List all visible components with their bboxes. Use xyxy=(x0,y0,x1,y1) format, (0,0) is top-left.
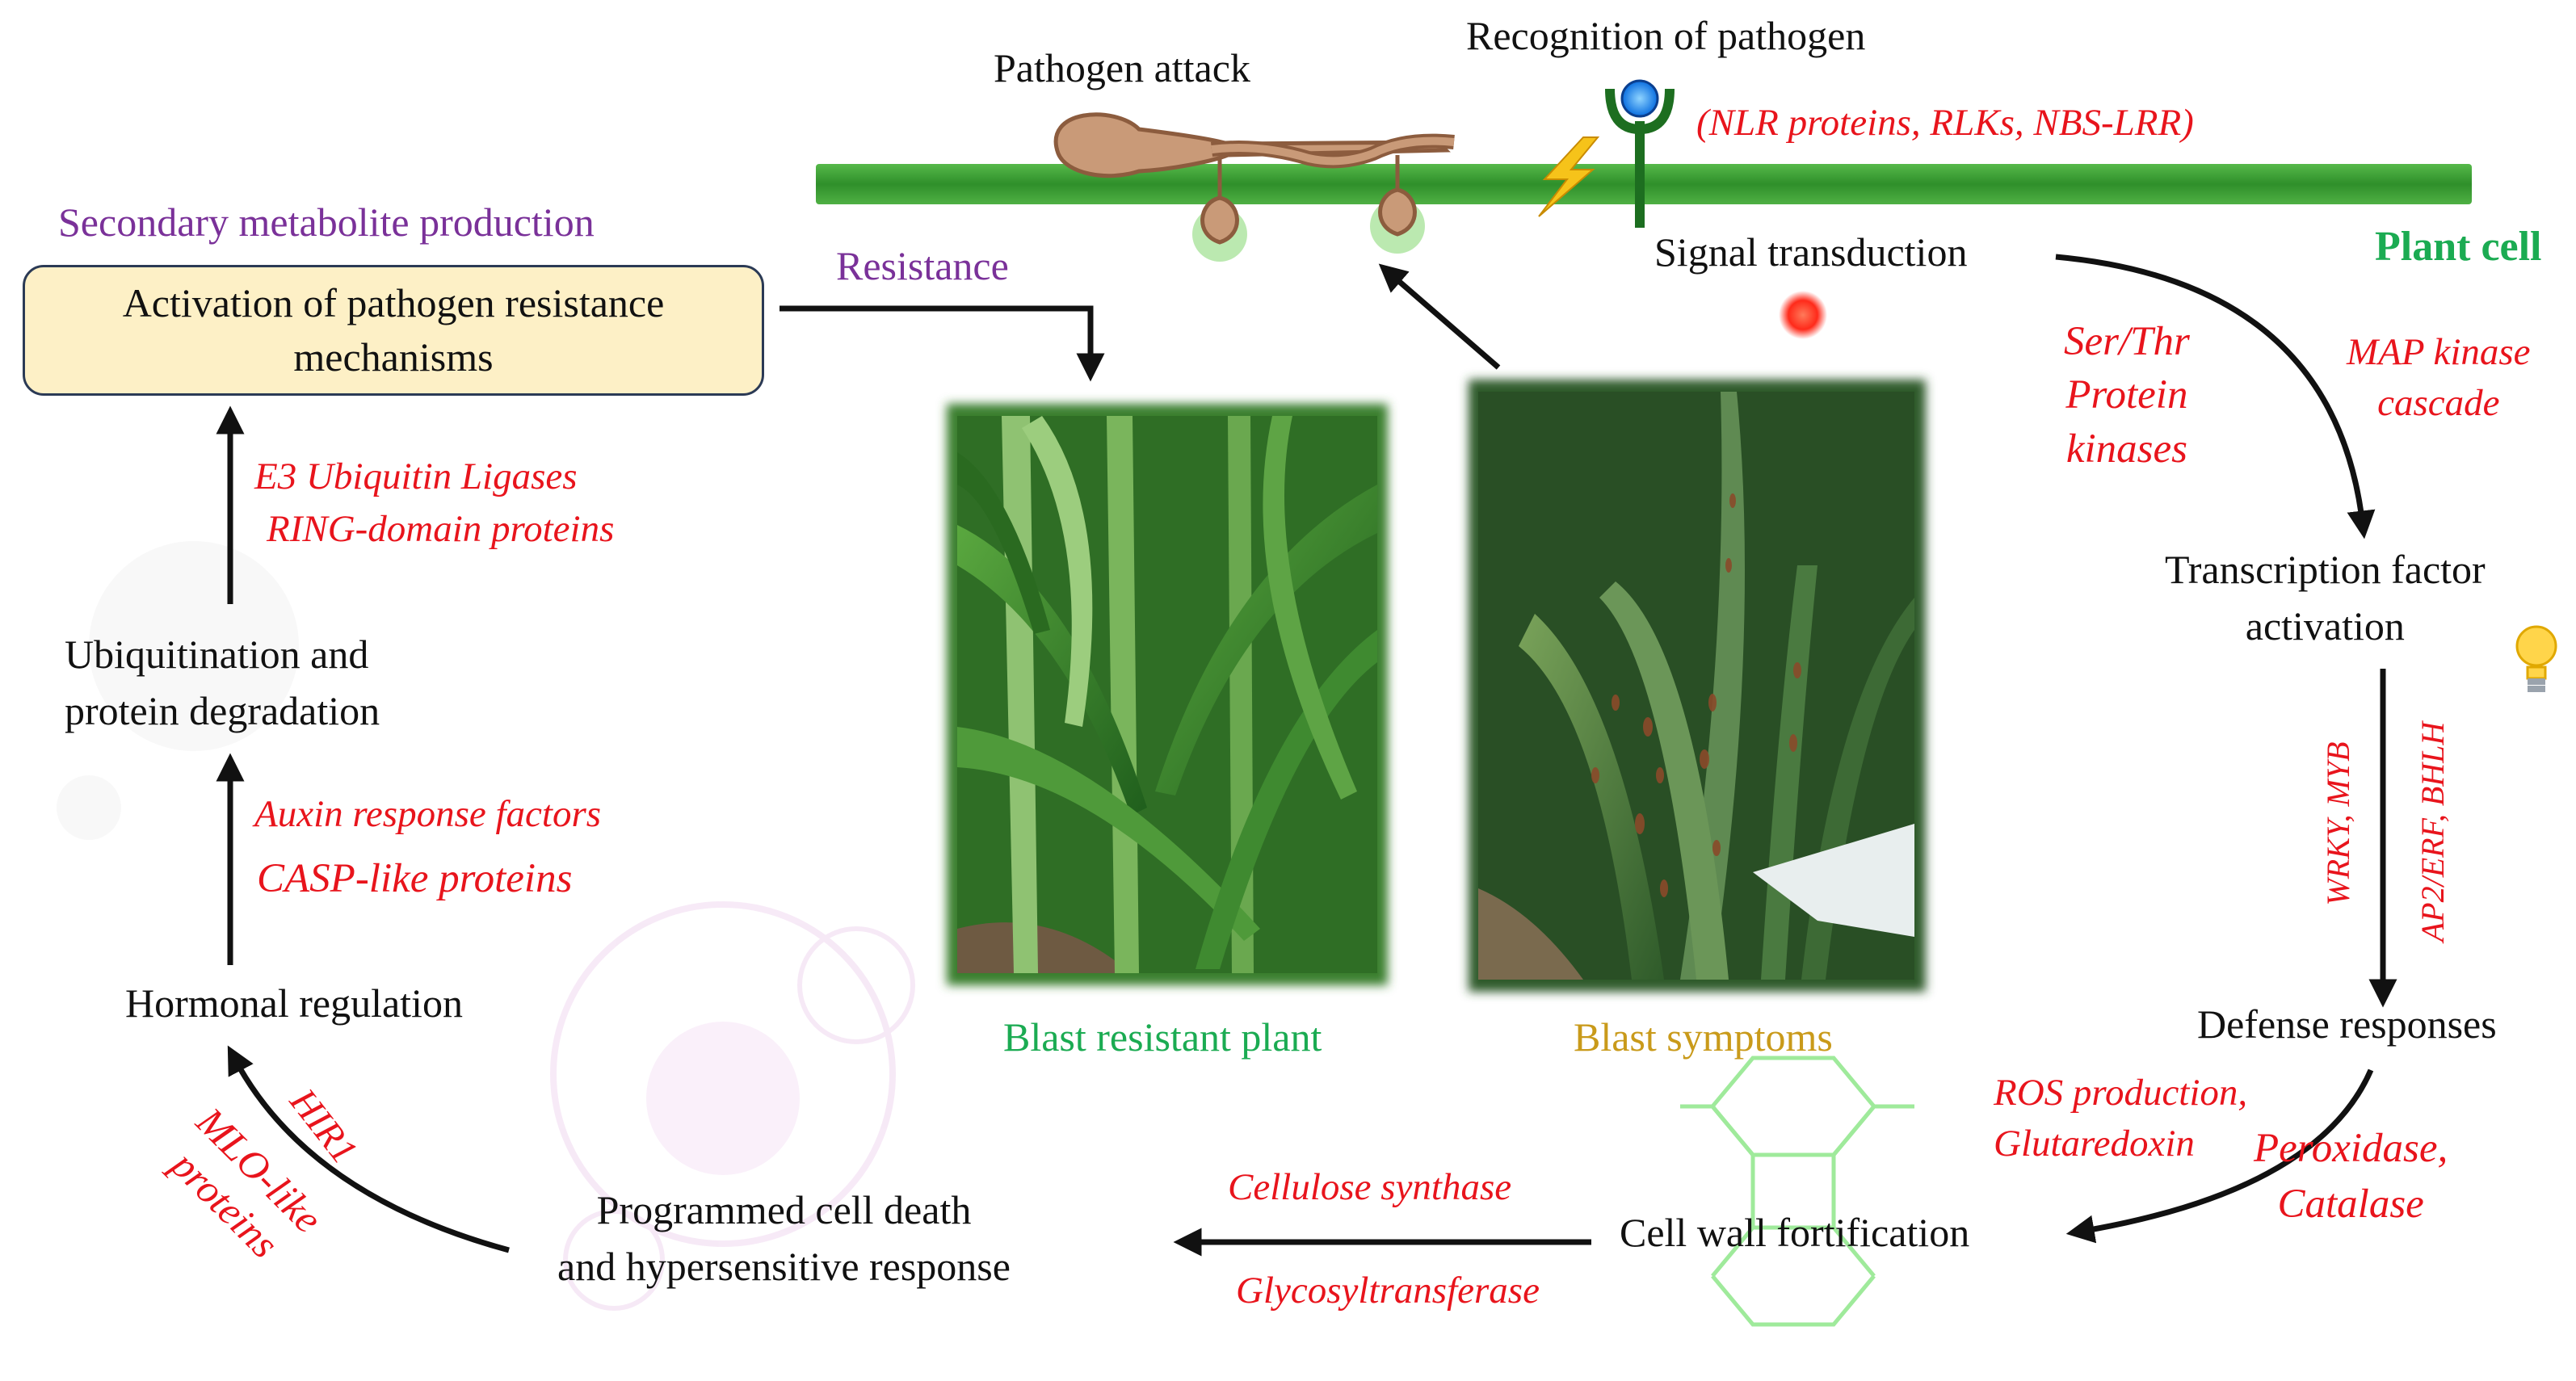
signal-dot-icon xyxy=(1779,291,1827,339)
ubiquitination-label: Ubiquitination and protein degradation xyxy=(65,632,380,733)
pathogen-icon xyxy=(1053,112,1455,262)
blast-symptoms-label: Blast symptoms xyxy=(1574,1014,1833,1060)
recognition-label: Recognition of pathogen xyxy=(1466,13,1866,58)
cell-wall-fortification-label: Cell wall fortification xyxy=(1620,1210,1970,1255)
lightning-icon xyxy=(1538,136,1600,217)
wrky-myb-label: WRKY, MYB xyxy=(2320,741,2356,906)
map-kinase-label: MAP kinase cascade xyxy=(2347,331,2531,425)
auxin-response-factors-label: Auxin response factors xyxy=(254,793,602,835)
blast-symptoms-photo xyxy=(1469,380,1926,992)
arrow-defense-to-cellwall xyxy=(2065,1068,2374,1244)
activation-label: Activation of pathogen resistance mechan… xyxy=(122,279,665,380)
receptors-label: (NLR proteins, RLKs, NBS-LRR) xyxy=(1696,102,2194,144)
peroxidase-catalase-label: Peroxidase, Catalase xyxy=(2254,1126,2448,1227)
arrow-pcd-to-hormonal xyxy=(227,1045,510,1253)
activation-box: Activation of pathogen resistance mechan… xyxy=(23,265,764,396)
ap2-erf-bhlh-label: AP2/ERF, BHLH xyxy=(2414,721,2451,942)
cell-wall-icon xyxy=(1680,1056,1914,1327)
resistance-label: Resistance xyxy=(836,243,1009,288)
cellulose-synthase-label: Cellulose synthase xyxy=(1228,1166,1512,1208)
plant-cell-label: Plant cell xyxy=(2375,224,2542,270)
e3-ubiquitin-ligases-label: E3 Ubiquitin Ligases xyxy=(254,455,578,497)
hormonal-regulation-label: Hormonal regulation xyxy=(125,980,463,1026)
lightbulb-icon xyxy=(2515,625,2557,692)
receptor-icon xyxy=(1605,79,1675,228)
ser-thr-kinases-label: Ser/Thr Protein kinases xyxy=(2064,319,2190,472)
arrow-signal-to-tf xyxy=(2055,254,2376,539)
signal-transduction-label: Signal transduction xyxy=(1654,229,1968,275)
defense-responses-label: Defense responses xyxy=(2197,1001,2497,1047)
blast-resistant-photo xyxy=(947,404,1388,985)
casp-like-proteins-label: CASP-like proteins xyxy=(257,856,573,901)
blast-resistant-plant-label: Blast resistant plant xyxy=(1003,1014,1322,1060)
pathogen-attack-label: Pathogen attack xyxy=(994,45,1250,90)
tf-activation-label: Transcription factor activation xyxy=(2165,547,2486,649)
ring-domain-proteins-label: RING-domain proteins xyxy=(267,508,615,550)
arrow-symptoms-to-pathogen xyxy=(1378,263,1501,370)
glycosyltransferase-label: Glycosyltransferase xyxy=(1236,1270,1540,1312)
background-watermark xyxy=(57,541,915,1311)
pcd-hr-label: Programmed cell death and hypersensitive… xyxy=(557,1187,1011,1289)
arrow-activation-to-resistant xyxy=(780,305,1105,382)
secondary-metabolite-label: Secondary metabolite production xyxy=(58,199,595,245)
ros-glutaredoxin-label: ROS production, Glutaredoxin xyxy=(1994,1072,2248,1165)
